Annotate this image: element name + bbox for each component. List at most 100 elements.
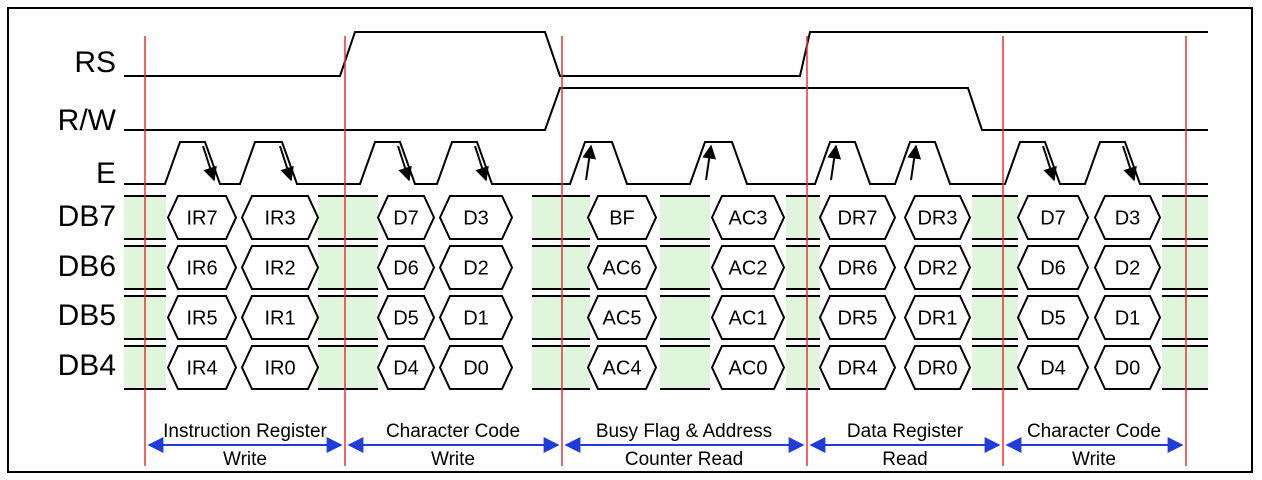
bus-cell-label: DR7 — [837, 208, 877, 230]
rw-waveform — [124, 87, 1208, 131]
bus-cell-label: AC4 — [603, 358, 642, 380]
bus-dont-care-fill — [1162, 297, 1208, 338]
bus-dont-care-fill — [532, 247, 590, 288]
bus-cell-label: D7 — [1040, 208, 1066, 230]
bus-cell — [376, 245, 436, 290]
bus-dont-care-fill — [532, 197, 590, 238]
bus-cell — [376, 295, 436, 340]
signal-label-db7: DB7 — [58, 200, 116, 233]
bus-cell-label: D1 — [463, 308, 489, 330]
bus-dont-care-fill — [786, 247, 820, 288]
bus-cell-label: AC1 — [729, 308, 768, 330]
bus-cell-label: AC0 — [729, 358, 768, 380]
bus-cell — [1093, 195, 1162, 240]
bus-dont-care-fill — [318, 347, 378, 388]
bus-cell-label: D1 — [1115, 308, 1141, 330]
bus-cell — [376, 345, 436, 390]
bus-dont-care-fill — [532, 347, 590, 388]
bus-cell-label: DR3 — [917, 208, 957, 230]
bus-cell — [240, 195, 320, 240]
phase-label-4-line1: Data Register — [847, 421, 964, 442]
bus-cell-label: IR7 — [186, 208, 217, 230]
bus-cell-label: AC2 — [729, 258, 768, 280]
bus-cell-label: D7 — [393, 208, 419, 230]
bus-cell-label: AC3 — [729, 208, 768, 230]
bus-cell-label: DR1 — [917, 308, 957, 330]
bus-cell-label: D3 — [463, 208, 489, 230]
bus-cell — [166, 245, 238, 290]
bus-cell — [586, 245, 658, 290]
bus-dont-care-fill — [318, 297, 378, 338]
bus-cell — [1016, 245, 1090, 290]
bus-cell-label: DR5 — [837, 308, 877, 330]
bus-cell-label: D4 — [393, 358, 419, 380]
signal-label-e: E — [96, 157, 116, 190]
bus-cell-label: D3 — [1115, 208, 1141, 230]
bus-cell — [240, 345, 320, 390]
bus-cell — [710, 295, 786, 340]
bus-dont-care-fill — [972, 247, 1018, 288]
bus-cell-label: D5 — [393, 308, 419, 330]
bus-cell — [903, 195, 972, 240]
bus-cell-label: D0 — [463, 358, 489, 380]
bus-cell — [586, 345, 658, 390]
timing-markers — [144, 36, 1187, 466]
bus-cell-label: BF — [609, 208, 635, 230]
bus-cell-label: DR6 — [837, 258, 877, 280]
signal-label-rs: RS — [74, 46, 116, 79]
bus-cell-label: DR0 — [917, 358, 957, 380]
bus-dont-care-fill — [1162, 247, 1208, 288]
phase-label-3-line2: Counter Read — [625, 449, 743, 470]
bus-cell-label: DR4 — [837, 358, 877, 380]
bus-dont-care-fill — [532, 297, 590, 338]
bus-cell-label: D5 — [1040, 308, 1066, 330]
phase-label-2-line2: Write — [431, 449, 475, 470]
phase-label-5-line1: Character Code — [1027, 421, 1161, 442]
phase-label-4-line2: Read — [882, 449, 927, 470]
bus-cell — [166, 295, 238, 340]
phase-label-5-line2: Write — [1072, 449, 1116, 470]
bus-dont-care-fill — [660, 247, 710, 288]
e-waveform — [124, 141, 1208, 185]
bus-dont-care-fill — [318, 197, 378, 238]
bus-cell-label: IR1 — [264, 308, 295, 330]
e-strobe-arrows — [202, 144, 1137, 182]
bus-dont-care-fill — [786, 297, 820, 338]
bus-cell-label: D6 — [393, 258, 419, 280]
phase-label-3-line1: Busy Flag & Address — [596, 421, 772, 442]
bus-cell — [818, 345, 897, 390]
bus-dont-care-fill — [660, 297, 710, 338]
bus-cell — [1093, 245, 1162, 290]
bus-cell-label: AC6 — [603, 258, 642, 280]
phase-label-1-line2: Write — [223, 449, 267, 470]
bus-cell — [818, 195, 897, 240]
bus-cell — [586, 295, 658, 340]
bus-cell — [710, 345, 786, 390]
bus-dont-care-fill — [1162, 347, 1208, 388]
rs-waveform — [124, 31, 1208, 77]
bus-cell — [1093, 345, 1162, 390]
bus-cell — [586, 195, 658, 240]
bus-cell — [903, 245, 972, 290]
bus-dont-care-fill — [786, 197, 820, 238]
bus-cell — [903, 295, 972, 340]
bus-cell-label: IR0 — [264, 358, 295, 380]
bus-cell-label: IR2 — [264, 258, 295, 280]
bus-cell — [903, 345, 972, 390]
bus-cell — [438, 245, 514, 290]
bus-dont-care-fill — [660, 347, 710, 388]
bus-cell — [438, 195, 514, 240]
bus-cell — [376, 195, 436, 240]
signal-label-db4: DB4 — [58, 349, 116, 382]
bus-cell — [240, 295, 320, 340]
signal-label-rw: R/W — [58, 104, 117, 137]
bus-cell — [438, 345, 514, 390]
bus-cell — [818, 245, 897, 290]
bus-cell — [1016, 195, 1090, 240]
bus-cell-label: D0 — [1115, 358, 1141, 380]
